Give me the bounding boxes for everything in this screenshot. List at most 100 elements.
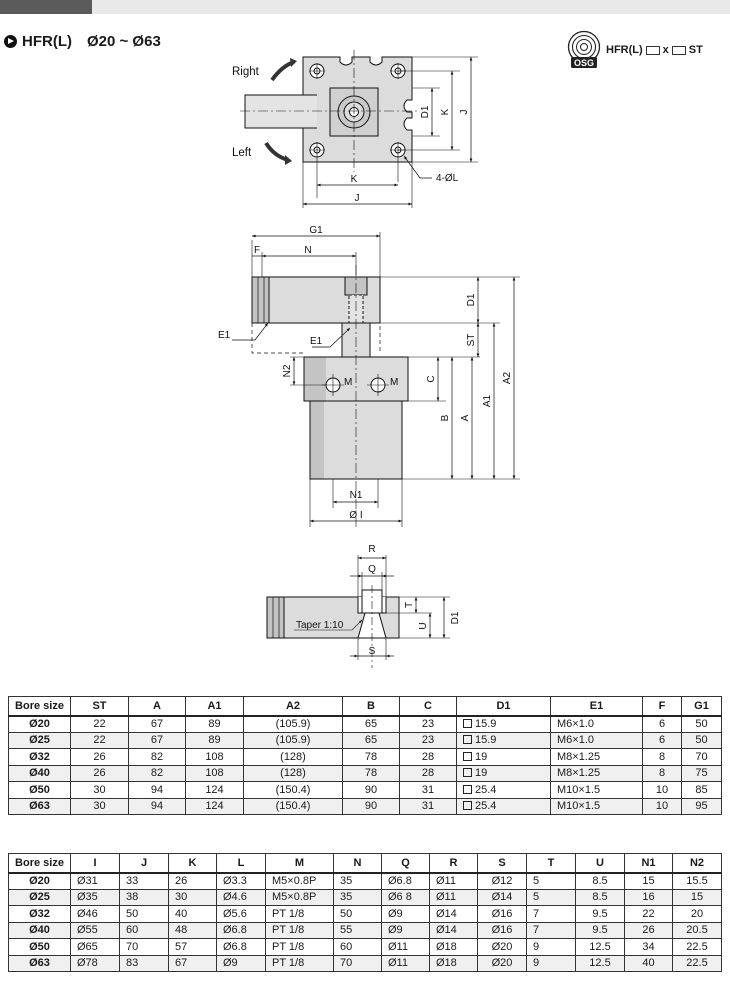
table2-header: T — [526, 853, 576, 874]
table-cell: 124 — [185, 781, 244, 799]
osg-logo-icon: OSG — [567, 30, 601, 68]
d1-value: 25.4 — [475, 783, 497, 796]
header-tab — [0, 0, 92, 14]
side-view — [232, 232, 520, 530]
table2-header: M — [265, 853, 334, 874]
table-cell: 9.5 — [575, 921, 625, 939]
table-cell: 6 — [642, 715, 682, 733]
table-cell: 30 — [70, 797, 129, 815]
table-cell: 22 — [70, 731, 129, 749]
label-r: R — [368, 544, 375, 555]
order-code: OSG HFR(L) x ST — [566, 28, 703, 72]
table-cell: 55 — [333, 921, 382, 939]
table-cell: 19 — [456, 764, 551, 782]
section-title: HFR(L) Ø20 ~ Ø63 — [4, 31, 161, 51]
table-cell: 22.5 — [672, 938, 722, 956]
table-cell: Ø9 — [381, 905, 430, 923]
table-row: Ø40 Ø55 60 48 Ø6.8 PT 1/8 55 Ø9 Ø14 Ø16 … — [8, 921, 722, 939]
label-e1-inner: E1 — [310, 336, 323, 347]
table1-header-row: Bore size ST A A1 A2 B C D1 E1 F G1 — [8, 696, 722, 717]
table-row: Ø25 22 67 89 (105.9) 65 23 15.9 M6×1.0 6… — [8, 731, 722, 749]
square-icon — [463, 719, 472, 728]
table-cell: M8×1.25 — [550, 764, 643, 782]
table-cell: Ø18 — [429, 954, 478, 972]
table-cell: Ø14 — [429, 905, 478, 923]
table-cell: 50 — [333, 905, 382, 923]
table-cell: 19 — [456, 748, 551, 766]
table1-header: G1 — [681, 696, 722, 717]
label-n: N — [304, 245, 311, 256]
order-stroke-box — [671, 45, 686, 55]
table-cell: 23 — [399, 731, 457, 749]
table1-header: C — [399, 696, 457, 717]
table-cell: 60 — [119, 921, 169, 939]
table-cell: Ø46 — [70, 905, 120, 923]
table-cell: 6 — [642, 731, 682, 749]
table-cell: 25.4 — [456, 781, 551, 799]
label-a2: A2 — [502, 371, 513, 384]
table-cell: Ø40 — [8, 921, 71, 939]
table-cell: 124 — [185, 797, 244, 815]
label-a1: A1 — [482, 394, 493, 407]
table2-header: R — [429, 853, 478, 874]
label-taper: Taper 1:10 — [296, 620, 344, 631]
table-cell: 12.5 — [575, 938, 625, 956]
d1-value: 15.9 — [475, 734, 497, 747]
table-cell: 67 — [168, 954, 217, 972]
table-cell: 89 — [185, 731, 244, 749]
table1-header: E1 — [550, 696, 643, 717]
table-cell: 33 — [119, 872, 169, 890]
label-b: B — [440, 414, 451, 421]
label-a: A — [460, 414, 471, 421]
table-cell: 90 — [342, 781, 400, 799]
table2-header: Bore size — [8, 853, 71, 874]
table-cell: PT 1/8 — [265, 921, 334, 939]
table-cell: M10×1.5 — [550, 797, 643, 815]
table-cell: 8 — [642, 764, 682, 782]
table-cell: (128) — [243, 748, 343, 766]
table-cell: 5 — [526, 872, 576, 890]
table-cell: Ø25 — [8, 888, 71, 906]
table-cell: 83 — [119, 954, 169, 972]
table-cell: M5×0.8P — [265, 872, 334, 890]
label-u: U — [418, 622, 429, 629]
table-cell: 75 — [681, 764, 722, 782]
label-n2: N2 — [282, 364, 293, 377]
label-d1-side: D1 — [466, 293, 477, 306]
table-row: Ø32 Ø46 50 40 Ø5.6 PT 1/8 50 Ø9 Ø14 Ø16 … — [8, 905, 722, 923]
table-cell: Ø20 — [8, 872, 71, 890]
table-row: Ø40 26 82 108 (128) 78 28 19 M8×1.25 8 7… — [8, 764, 722, 782]
label-bore-i: Ø I — [349, 510, 362, 521]
table-cell: 95 — [681, 797, 722, 815]
table1-header: A2 — [243, 696, 343, 717]
table-cell: 35 — [333, 888, 382, 906]
table-cell: 89 — [185, 715, 244, 733]
spec-table-2: Bore size I J K L M N Q R S T U N1 N2 Ø2… — [8, 853, 722, 972]
table-cell: 22 — [624, 905, 673, 923]
table-cell: 7 — [526, 905, 576, 923]
table-cell: 70 — [333, 954, 382, 972]
table-cell: 15.9 — [456, 715, 551, 733]
table-cell: Ø6.8 — [381, 872, 430, 890]
table2-header: N — [333, 853, 382, 874]
table-cell: 65 — [342, 731, 400, 749]
table-cell: Ø50 — [8, 938, 71, 956]
table-cell: 108 — [185, 748, 244, 766]
table-cell: 9 — [526, 954, 576, 972]
table-cell: 22 — [70, 715, 129, 733]
label-holes: 4-ØL — [436, 173, 459, 184]
square-icon — [463, 735, 472, 745]
table-cell: 15 — [624, 872, 673, 890]
table-cell: 70 — [119, 938, 169, 956]
table-cell: 94 — [128, 781, 186, 799]
table-cell: (150.4) — [243, 797, 343, 815]
table2-header: N1 — [624, 853, 673, 874]
d1-value: 15.9 — [475, 718, 497, 730]
square-icon — [463, 768, 472, 778]
label-t: T — [404, 602, 415, 608]
top-view-labels: Right Left K J 4-ØL D1 K J — [232, 66, 470, 204]
table-cell: 90 — [342, 797, 400, 815]
table-cell: 67 — [128, 715, 186, 733]
table-cell: 25.4 — [456, 797, 551, 815]
right-rotation-arrow — [270, 60, 295, 82]
